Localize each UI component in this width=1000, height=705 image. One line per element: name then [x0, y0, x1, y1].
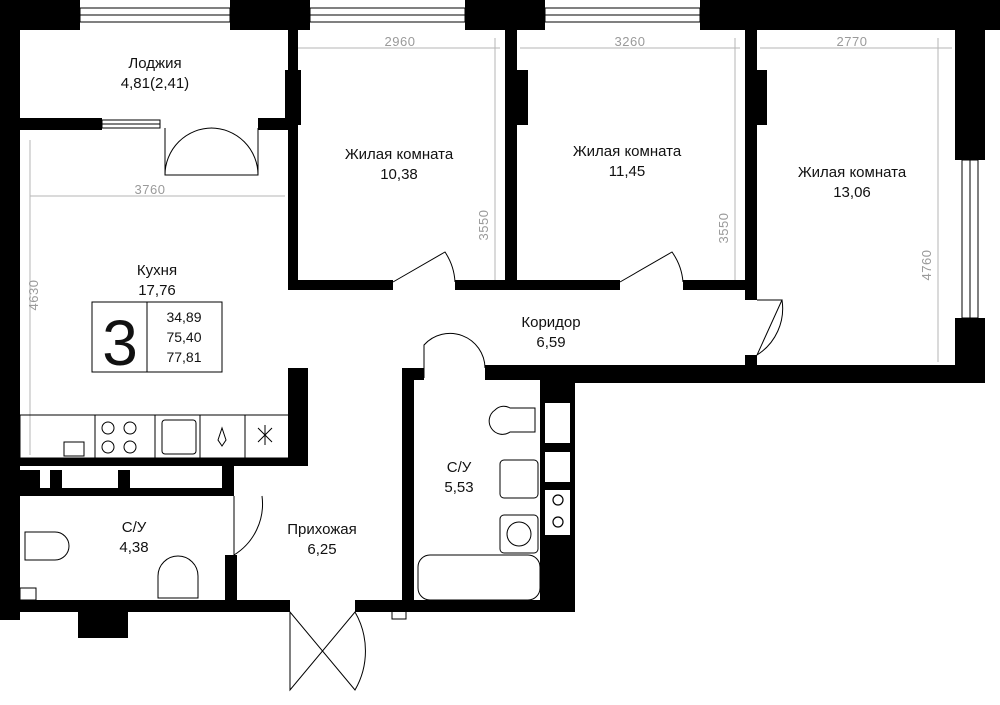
total-area: 75,40	[166, 329, 201, 345]
wall-bottom-left	[0, 600, 290, 612]
room2-name: Жилая комната	[573, 143, 682, 160]
washer-right-icon	[499, 514, 539, 554]
toilet-left-icon	[24, 531, 70, 561]
dim-room2-width: 3260	[615, 34, 646, 49]
hall-name: Прихожая	[287, 521, 357, 538]
wall-bottom-niche	[78, 600, 128, 638]
area-with-loggia: 77,81	[166, 349, 201, 365]
wall-room1-column	[285, 70, 301, 125]
shaft-fixtures	[540, 377, 564, 528]
room2-area: 11,45	[609, 163, 645, 180]
bath-right-name: С/У	[447, 459, 472, 476]
door-room3-icon	[755, 299, 784, 357]
loggia-area: 4,81(2,41)	[121, 75, 189, 92]
wall-bath-right-left	[402, 368, 414, 610]
wall-left	[0, 0, 20, 620]
dim-room2-depth: 3550	[716, 213, 731, 244]
kitchen-area: 17,76	[138, 282, 176, 299]
wall-loggia-1	[20, 118, 102, 130]
washbasin-left-icon	[157, 555, 199, 599]
wall-block-1	[20, 470, 40, 490]
wall-bath-left-jamb	[222, 466, 234, 496]
room1-name: Жилая комната	[345, 146, 454, 163]
wall-bath-right-top	[402, 368, 424, 380]
door-bath-left-icon	[233, 495, 264, 556]
wall-room1-room2	[505, 30, 517, 280]
bath-left-name: С/У	[122, 519, 147, 536]
stove-icon	[101, 421, 137, 454]
summary-box: 3 34,89 75,40 77,81	[91, 301, 223, 379]
dishwasher-icon	[217, 426, 227, 447]
wall-top-3	[465, 0, 545, 30]
door-loggia-right-icon	[210, 127, 259, 176]
dim-room1-depth: 3550	[476, 210, 491, 241]
hall-area: 6,25	[307, 541, 336, 558]
room1-area: 10,38	[380, 166, 418, 183]
wall-room1-left	[288, 30, 298, 290]
wall-right-top	[955, 0, 985, 160]
wall-top-1	[0, 0, 80, 30]
wall-bath-left-right	[225, 555, 237, 610]
wall-block-3	[118, 470, 130, 490]
toilet-right-icon	[488, 405, 536, 435]
wall-room1-bottom-a	[288, 280, 393, 290]
wall-room3-column	[752, 70, 767, 125]
dim-kitchen-width: 3760	[135, 182, 166, 197]
room3-area: 13,06	[833, 184, 871, 201]
kitchen-counter	[19, 414, 291, 459]
wall-room2-column	[508, 70, 528, 125]
bath-left-fixtures	[19, 531, 199, 601]
dim-room3-depth: 4760	[919, 250, 934, 281]
riser-left-icon	[19, 587, 37, 601]
wall-room2-bottom-a	[505, 280, 620, 290]
wall-kitchen-bottom	[20, 458, 308, 466]
door-entrance-icon	[289, 610, 366, 692]
wall-block-2	[50, 470, 62, 490]
wall-room3-stub	[745, 290, 757, 300]
door-room1-icon	[392, 251, 456, 283]
kitchen-name: Кухня	[137, 262, 177, 279]
wall-loggia-2	[258, 118, 290, 130]
wall-bedrooms-bottom	[570, 365, 985, 383]
dimension-labels: 2960 3260 2770 3760 4630 3550 3550 4760	[26, 34, 934, 310]
corridor-name: Коридор	[521, 314, 580, 331]
wall-room3-stub2	[745, 355, 757, 383]
living-area: 34,89	[166, 309, 201, 325]
doors	[164, 127, 784, 692]
kitchen-sink-icon	[161, 419, 197, 455]
loggia-name: Лоджия	[128, 55, 181, 72]
bath-left-area: 4,38	[119, 539, 148, 556]
wall-top-4	[700, 0, 1000, 30]
door-bath-right-icon	[423, 332, 486, 378]
riser-right-icon	[391, 604, 407, 620]
washer-icon	[63, 441, 85, 457]
washbasin-right-icon	[499, 459, 539, 499]
door-loggia-left-icon	[164, 127, 213, 176]
dimension-lines	[29, 38, 952, 455]
door-loggia-frame	[164, 128, 259, 176]
bath-right-area: 5,53	[444, 479, 473, 496]
wall-bath-left-top	[20, 488, 225, 496]
dim-room3-width: 2770	[837, 34, 868, 49]
window-lines	[80, 14, 971, 318]
room3-name: Жилая комната	[798, 164, 907, 181]
wall-kitchen-column	[288, 368, 308, 463]
shaft-openings	[545, 403, 570, 535]
windows	[79, 7, 979, 319]
wall-room1-bottom-b	[455, 280, 515, 290]
wall-room2-bottom-b	[683, 280, 757, 290]
room-labels: Лоджия 4,81(2,41) Жилая комната 10,38 Жи…	[119, 55, 906, 558]
dim-room1-width: 2960	[385, 34, 416, 49]
wall-top-2	[230, 0, 310, 30]
bathtub-icon	[417, 554, 541, 601]
rooms-count: 3	[102, 307, 138, 379]
bath-right-fixtures	[391, 405, 541, 620]
dim-kitchen-depth: 4630	[26, 280, 41, 311]
corridor-area: 6,59	[536, 334, 565, 351]
door-room2-icon	[619, 251, 684, 283]
hood-icon	[257, 425, 273, 445]
